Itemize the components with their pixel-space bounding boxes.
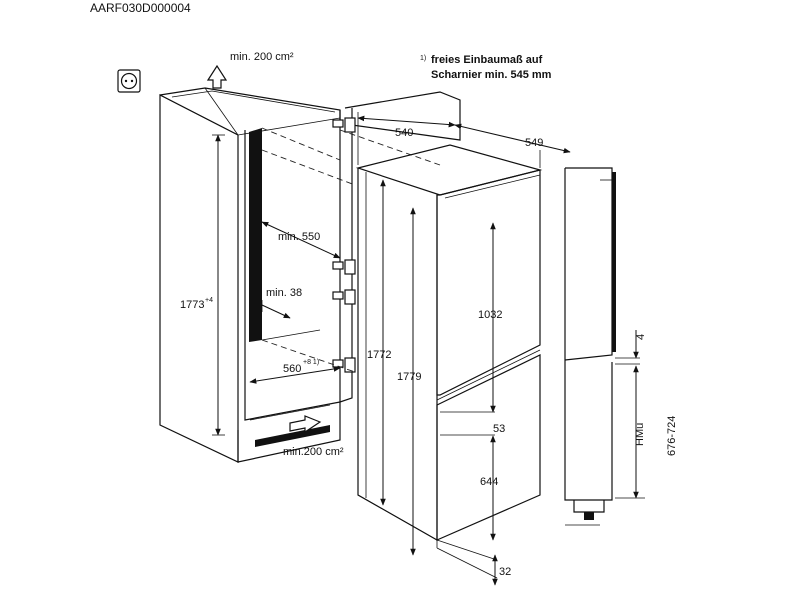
appliance-depth-total-dimension	[454, 123, 571, 168]
vent-bottom-label: min.200 cm²	[283, 446, 344, 458]
niche-depth-dimension	[261, 127, 341, 259]
projection-lines	[261, 129, 441, 373]
niche-width-label: 560	[283, 363, 301, 375]
hinge-bottom-icon	[332, 357, 356, 373]
document-code: AARF030D000004	[90, 1, 191, 15]
vent-up-arrow-icon	[206, 64, 228, 89]
side-gap-dimension	[261, 300, 291, 319]
appliance-depth-total-label: 549	[525, 137, 543, 149]
appliance-height-label: 1772	[367, 349, 391, 361]
appliance	[355, 144, 543, 548]
hinge-middle-icon	[332, 259, 356, 305]
vent-in-arrow-icon	[289, 415, 322, 434]
installation-niche	[159, 87, 353, 463]
niche-height-dimension	[212, 134, 225, 436]
footnote: 1) freies Einbaumaß auf Scharnier min. 5…	[420, 54, 552, 81]
top-door-label: 1032	[478, 309, 502, 321]
power-socket-icon	[117, 69, 141, 93]
niche-width-dimension	[249, 366, 341, 384]
door-gap-dimension	[440, 411, 495, 436]
base-dimension	[436, 539, 498, 586]
vent-top-label: min. 200 cm²	[230, 51, 294, 63]
hmu-label: HMu	[634, 423, 646, 446]
side-view-profile	[564, 167, 616, 526]
appliance-depth-label: 540	[395, 127, 413, 139]
door-gap-label: 53	[493, 423, 505, 435]
hmu-range-label: 676-724	[666, 416, 678, 456]
hmu-dimension	[615, 365, 645, 499]
footnote-line-1: freies Einbaumaß auf	[431, 54, 543, 66]
side-gap-4-dimension	[615, 330, 640, 365]
niche-height-sup: +4	[205, 297, 213, 304]
bottom-door-label: 644	[480, 476, 498, 488]
footnote-mark: 1)	[420, 55, 426, 62]
side-gap-label: min. 38	[266, 287, 302, 299]
side-gap-4-value: 4	[635, 334, 647, 340]
base-label: 32	[499, 566, 511, 578]
appliance-door-height-label: 1779	[397, 371, 421, 383]
footnote-line-2: Scharnier min. 545 mm	[431, 69, 552, 81]
niche-width-sup: +8 1)	[303, 359, 319, 366]
hinge-top-icon	[332, 117, 356, 133]
niche-height-label: 1773	[180, 299, 204, 311]
appliance-depth-dimension	[357, 112, 456, 165]
niche-depth-label: min. 550	[278, 231, 320, 243]
